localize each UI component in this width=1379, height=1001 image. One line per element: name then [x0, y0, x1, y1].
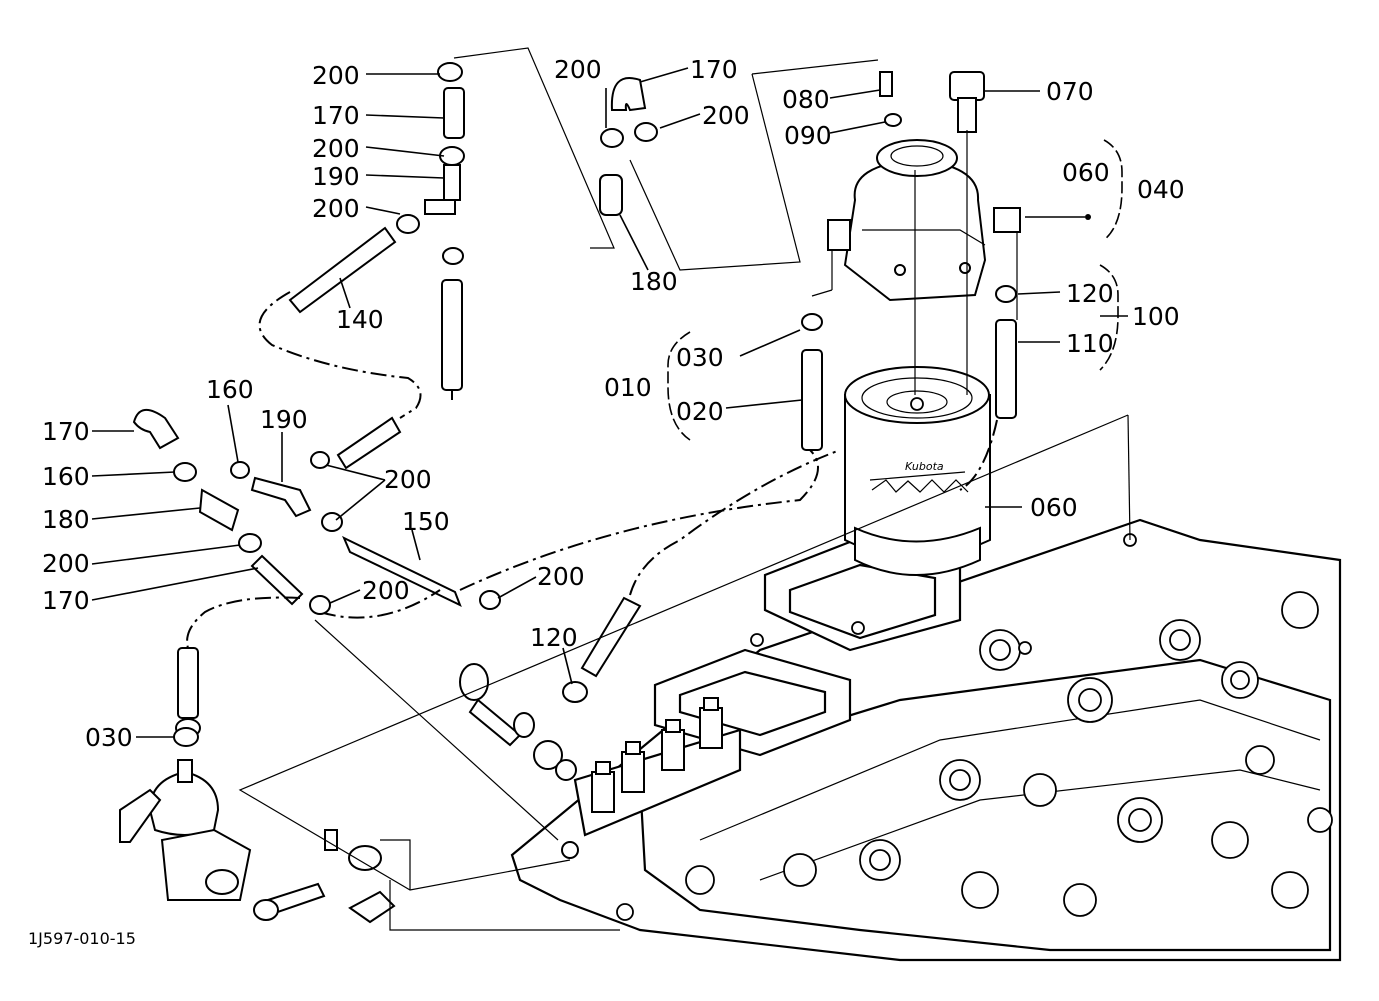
callout-label: 140	[336, 305, 384, 334]
callout-label: 160	[206, 375, 254, 404]
callout-label: 150	[402, 507, 450, 536]
fuel-filter-assembly: Kubota	[801, 71, 1021, 576]
callout-label: 030	[85, 723, 133, 752]
hose-clips-and-fittings	[119, 62, 658, 924]
callout-label: 070	[1046, 77, 1094, 106]
callout-label: 040	[1137, 175, 1185, 204]
injector-nozzles	[591, 697, 723, 813]
callout-label: 190	[260, 405, 308, 434]
leader-lines	[91, 47, 1131, 931]
callout-label: 200	[42, 549, 90, 578]
cylinder-head	[459, 518, 1342, 962]
callout-label: 080	[782, 85, 830, 114]
callout-label: 060	[1062, 158, 1110, 187]
callout-label: 100	[1132, 302, 1180, 331]
callout-label: 200	[362, 576, 410, 605]
callout-label: 010	[604, 373, 652, 402]
group-brackets	[667, 139, 1123, 441]
callout-label: 120	[1066, 279, 1114, 308]
callout-label: 200	[554, 55, 602, 84]
callout-label: 030	[676, 343, 724, 372]
callout-label: 020	[676, 397, 724, 426]
callout-label: 170	[42, 417, 90, 446]
callout-label: 200	[312, 194, 360, 223]
callout-label: 200	[384, 465, 432, 494]
callout-label: 180	[42, 505, 90, 534]
figure-code: 1J597-010-15	[28, 929, 136, 948]
callout-label: 090	[784, 121, 832, 150]
callout-label: 170	[690, 55, 738, 84]
filter-brand-mark: Kubota	[905, 460, 944, 473]
callout-label: 160	[42, 462, 90, 491]
callout-label: 180	[630, 267, 678, 296]
callout-label: 170	[42, 586, 90, 615]
callout-label: 200	[312, 61, 360, 90]
callout-label: 170	[312, 101, 360, 130]
callout-label: 200	[312, 134, 360, 163]
callout-label: 060	[1030, 493, 1078, 522]
callout-label: 200	[702, 101, 750, 130]
callout-label: 190	[312, 162, 360, 191]
part-callouts: 200 170 200 190 200 140 200 170 200 180 …	[42, 55, 1185, 752]
callout-label: 120	[530, 623, 578, 652]
callout-label: 200	[537, 562, 585, 591]
callout-label: 110	[1066, 329, 1114, 358]
